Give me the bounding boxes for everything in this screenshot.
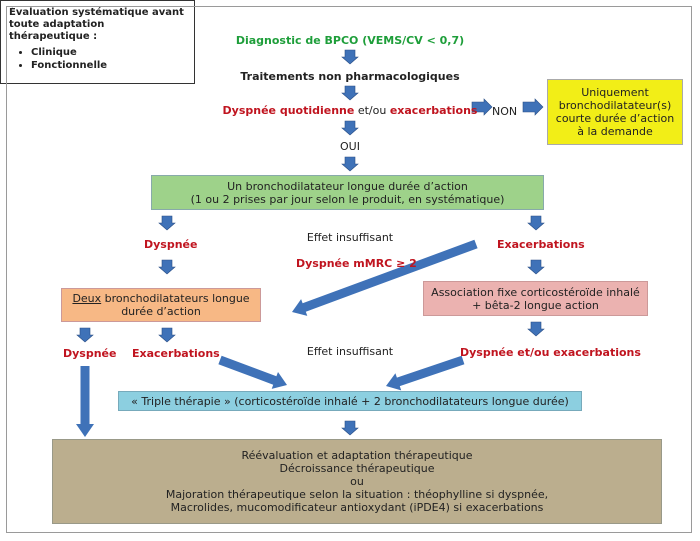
- effet-insuffisant-2-label: Effet insuffisant: [306, 345, 394, 358]
- olive-line-5: Macrolides, mucomodificateur antioxydant…: [170, 501, 544, 514]
- yellow-line-2: bronchodilatateur(s): [558, 99, 672, 112]
- evaluation-box: Évaluation systématique avant toute adap…: [0, 0, 195, 84]
- arrow-green-to-dyspnee: [158, 215, 176, 231]
- evaluation-list: Clinique Fonctionnelle: [9, 46, 186, 72]
- orange-line-1-rest: bronchodilatateurs longue: [101, 292, 250, 305]
- arrow-question-to-oui: [341, 120, 359, 136]
- yellow-line-3: courte durée d’action: [555, 112, 675, 125]
- arrow-dyspnee-to-reevaluation: [76, 366, 94, 437]
- arrow-exacerbations-to-triple: [218, 355, 287, 389]
- triple-therapy-box: « Triple thérapie » (corticostéroïde inh…: [118, 391, 582, 411]
- arrow-pink-to-dyspnee-exac: [527, 321, 545, 337]
- green-line-2: (1 ou 2 prises par jour selon le produit…: [190, 192, 505, 206]
- dyspnee-et-ou-exacerbations-label: Dyspnée et/ou exacerbations: [460, 346, 641, 359]
- non-label: NON: [492, 105, 518, 118]
- arrow-nonpharma-to-question: [341, 85, 359, 101]
- short-acting-box: Uniquement bronchodilatateur(s) courte d…: [547, 79, 683, 145]
- evaluation-heading-1: Évaluation systématique avant: [9, 7, 184, 18]
- arrow-diagnostic-to-nonpharma: [341, 49, 359, 65]
- yellow-line-4: à la demande: [577, 125, 653, 138]
- orange-line-2: durée d’action: [121, 305, 201, 318]
- pink-line-2: + bêta-2 longue action: [472, 298, 599, 312]
- non-pharma-label: Traitements non pharmacologiques: [240, 70, 460, 83]
- evaluation-heading-2: toute adaptation thérapeutique :: [9, 19, 105, 42]
- dyspnee-far-left-label: Dyspnée: [63, 347, 117, 360]
- dyspnee-mmrc-label: Dyspnée mMRC ≥ 2: [296, 257, 417, 270]
- arrow-non-to-yellow: [522, 98, 544, 116]
- arrow-green-to-exacerbations: [527, 215, 545, 231]
- arrow-orange-to-dyspnee: [76, 327, 94, 343]
- olive-line-3: ou: [350, 475, 364, 488]
- green-line-1: Un bronchodilatateur longue durée d’acti…: [227, 179, 468, 193]
- arrow-pink-to-triple: [386, 355, 465, 391]
- diagnostic-label: Diagnostic de BPCO (VEMS/CV < 0,7): [235, 34, 465, 47]
- triple-therapy-text: « Triple thérapie » (corticostéroïde inh…: [131, 394, 569, 408]
- arrow-dyspnee-to-orange: [158, 259, 176, 275]
- arrow-exacerbations-to-orange: [292, 239, 478, 316]
- effet-insuffisant-1-label: Effet insuffisant: [306, 231, 394, 244]
- question-exacerbations: exacerbations: [389, 104, 478, 117]
- arrow-triple-to-reevaluation: [341, 420, 359, 436]
- exacerbations-mid-label: Exacerbations: [132, 347, 220, 360]
- oui-label: OUI: [340, 140, 360, 153]
- orange-line-1: Deux bronchodilatateurs longue: [72, 292, 249, 305]
- question-et-ou: et/ou: [354, 104, 390, 117]
- single-bronchodilator-box: Un bronchodilatateur longue durée d’acti…: [151, 175, 544, 210]
- diagram-frame: [6, 6, 692, 533]
- orange-deux: Deux: [72, 292, 102, 305]
- pink-line-1: Association fixe corticostéroïde inhalé: [431, 285, 640, 299]
- dual-bronchodilator-box: Deux bronchodilatateurs longue durée d’a…: [61, 288, 261, 322]
- yellow-line-1: Uniquement: [581, 86, 649, 99]
- arrow-exacerbations-to-pink: [527, 259, 545, 275]
- question-label: Dyspnée quotidienne et/ou exacerbations: [200, 104, 500, 117]
- olive-line-1: Réévaluation et adaptation thérapeutique: [241, 449, 473, 462]
- arrow-orange-to-exacerbations: [158, 327, 176, 343]
- arrow-oui-to-green: [341, 156, 359, 172]
- arrow-question-to-non: [471, 98, 493, 116]
- reevaluation-box: Réévaluation et adaptation thérapeutique…: [52, 439, 662, 524]
- dyspnee-left-label: Dyspnée: [144, 238, 198, 251]
- olive-line-2: Décroissance thérapeutique: [279, 462, 435, 475]
- evaluation-item-clinique: Clinique: [31, 46, 186, 59]
- olive-line-4: Majoration thérapeutique selon la situat…: [165, 488, 549, 501]
- ics-laba-box: Association fixe corticostéroïde inhalé …: [423, 281, 648, 316]
- evaluation-item-fonctionnelle: Fonctionnelle: [31, 59, 186, 72]
- exacerbations-right-label: Exacerbations: [497, 238, 585, 251]
- question-dyspnee: Dyspnée quotidienne: [222, 104, 355, 117]
